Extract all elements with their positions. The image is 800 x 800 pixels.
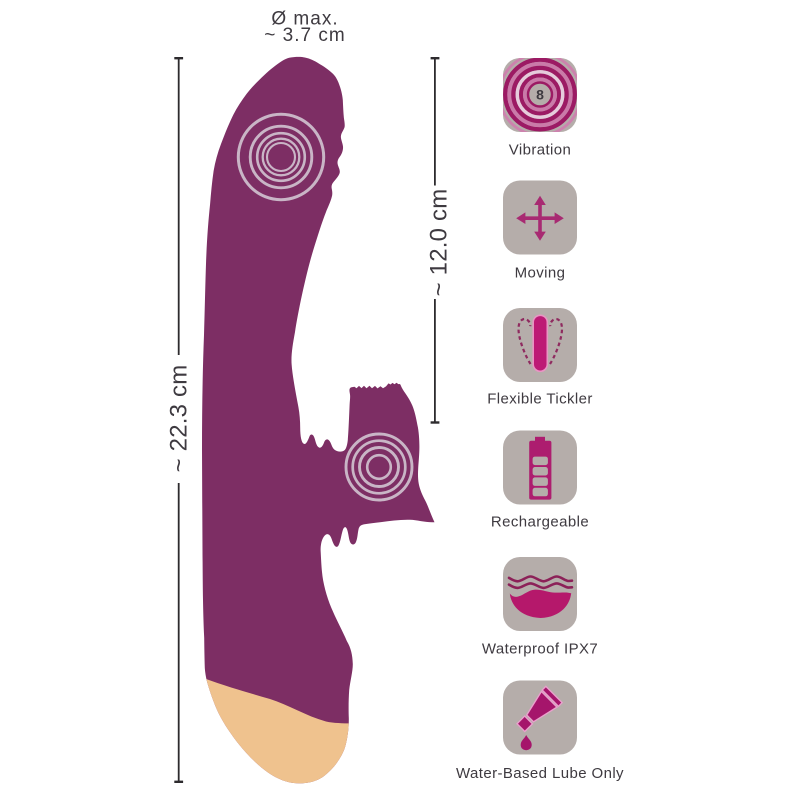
svg-text:Rechargeable: Rechargeable [491, 514, 589, 531]
svg-text:Moving: Moving [515, 265, 566, 282]
svg-text:Water-Based Lube Only: Water-Based Lube Only [456, 765, 624, 782]
svg-text:~ 22.3 cm: ~ 22.3 cm [166, 365, 193, 473]
svg-text:~ 3.7 cm: ~ 3.7 cm [264, 25, 345, 46]
svg-text:Flexible Tickler: Flexible Tickler [487, 390, 593, 407]
svg-text:Ø max.: Ø max. [271, 9, 338, 30]
svg-text:~ 12.0 cm: ~ 12.0 cm [426, 189, 453, 297]
svg-text:Vibration: Vibration [509, 142, 572, 159]
svg-text:8: 8 [536, 87, 544, 103]
svg-text:Waterproof IPX7: Waterproof IPX7 [482, 641, 598, 658]
